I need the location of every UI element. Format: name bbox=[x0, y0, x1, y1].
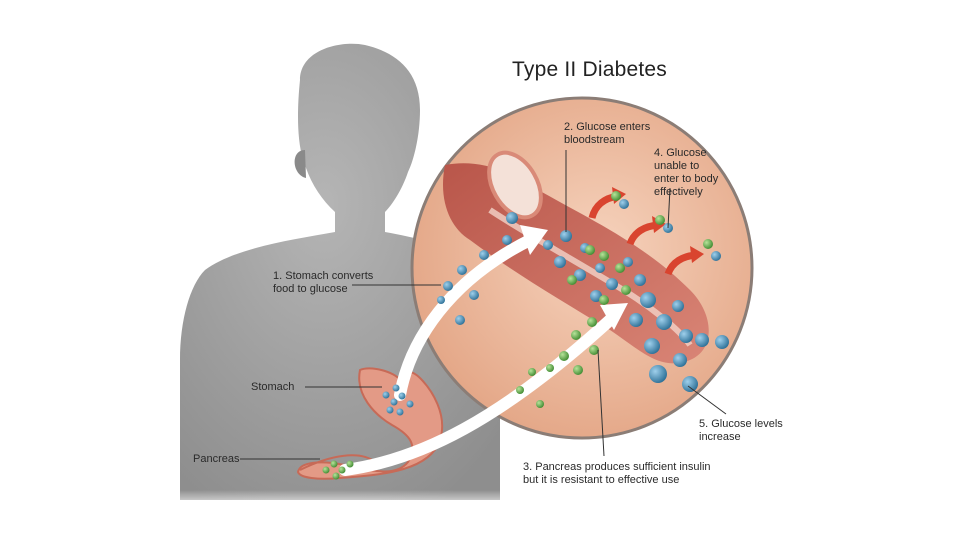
label-pancreas: Pancreas bbox=[193, 453, 240, 465]
label-step1: 1. Stomach converts food to glucose bbox=[273, 270, 374, 295]
glucose-molecules bbox=[382, 199, 729, 416]
label-step5: 5. Glucose levels increase bbox=[699, 418, 783, 443]
label-step2: 2. Glucose enters bloodstream bbox=[564, 121, 651, 146]
label-stomach: Stomach bbox=[251, 381, 295, 393]
label-step4: 4. Glucose unable to enter to body effec… bbox=[654, 147, 719, 198]
diagram-title: Type II Diabetes bbox=[512, 58, 667, 81]
insulin-molecules bbox=[322, 191, 713, 480]
leader-lines bbox=[240, 150, 727, 460]
label-step3: 3. Pancreas produces sufficient insulin … bbox=[523, 461, 711, 486]
